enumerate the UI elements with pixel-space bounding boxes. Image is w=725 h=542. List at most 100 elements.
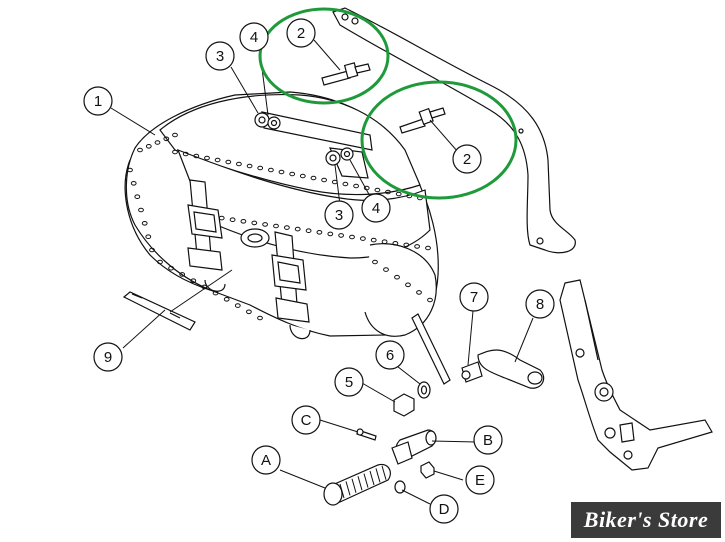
callout-1: 1 bbox=[83, 86, 113, 116]
rivet bbox=[321, 177, 328, 183]
rivet bbox=[204, 155, 210, 161]
callout-2-lower: 2 bbox=[452, 144, 482, 174]
rivet bbox=[246, 163, 253, 169]
saddlebag-straps bbox=[187, 179, 310, 323]
callout-E: E bbox=[465, 465, 495, 495]
callout-2-upper: 2 bbox=[286, 18, 316, 48]
peg-rib bbox=[345, 481, 351, 496]
rivet bbox=[182, 151, 189, 157]
leader-lines bbox=[110, 39, 534, 505]
callout-3-lower: 3 bbox=[324, 200, 354, 230]
rivet bbox=[236, 161, 242, 167]
rivet bbox=[149, 247, 155, 253]
rivet bbox=[381, 239, 388, 244]
svg-text:2: 2 bbox=[297, 25, 305, 42]
stud-lower bbox=[399, 107, 446, 134]
rivet bbox=[225, 159, 232, 165]
rivet bbox=[223, 297, 230, 302]
peg-rib bbox=[381, 465, 387, 480]
rivet bbox=[425, 245, 431, 251]
rivet bbox=[372, 259, 378, 265]
callout-A: A bbox=[251, 445, 281, 475]
callout-6: 6 bbox=[375, 340, 405, 370]
rivet bbox=[427, 297, 433, 303]
svg-text:6: 6 bbox=[386, 347, 394, 364]
rivet bbox=[392, 241, 399, 246]
rivet bbox=[370, 237, 377, 243]
svg-text:E: E bbox=[475, 472, 485, 489]
svg-text:D: D bbox=[439, 501, 450, 518]
callout-C: C bbox=[291, 405, 321, 435]
callout-5: 5 bbox=[334, 367, 364, 397]
rivet bbox=[262, 222, 269, 227]
callout-3-upper: 3 bbox=[205, 41, 235, 71]
highlight-upper-stud bbox=[258, 7, 390, 105]
callout-B: B bbox=[473, 425, 503, 455]
peg-rib bbox=[363, 473, 369, 488]
rivet bbox=[394, 274, 400, 280]
screw bbox=[356, 428, 377, 441]
callout-9: 9 bbox=[93, 342, 123, 372]
rivet bbox=[234, 303, 241, 308]
rivet bbox=[353, 183, 360, 189]
rivet bbox=[257, 315, 263, 321]
rivet bbox=[246, 309, 252, 315]
brand-watermark: Biker's Store bbox=[571, 502, 721, 538]
rivet bbox=[416, 290, 422, 295]
svg-text:5: 5 bbox=[345, 374, 353, 391]
support-rod bbox=[411, 313, 451, 385]
svg-text:8: 8 bbox=[536, 296, 544, 313]
rivet bbox=[383, 267, 389, 272]
rivet bbox=[240, 219, 247, 224]
highlight-circles bbox=[258, 7, 518, 200]
callouts: 1 2 2 3 3 4 4 5 bbox=[83, 18, 555, 524]
highlight-lower-stud bbox=[360, 80, 518, 200]
callout-4-lower: 4 bbox=[361, 193, 391, 223]
rivet bbox=[145, 234, 152, 239]
svg-text:2: 2 bbox=[463, 151, 471, 168]
rivet bbox=[154, 140, 161, 145]
rivet bbox=[134, 194, 141, 199]
svg-text:C: C bbox=[301, 412, 312, 429]
rivet bbox=[229, 217, 236, 222]
rivet bbox=[395, 191, 402, 197]
rivet bbox=[342, 181, 349, 187]
footpeg-mount bbox=[393, 349, 545, 417]
rivet bbox=[385, 189, 391, 195]
callout-D: D bbox=[429, 494, 459, 524]
svg-text:9: 9 bbox=[104, 349, 112, 366]
peg-rib bbox=[369, 470, 375, 486]
reflector bbox=[122, 291, 196, 331]
rivet bbox=[179, 272, 186, 277]
rivet bbox=[310, 175, 317, 181]
footpeg bbox=[323, 463, 391, 506]
rivet bbox=[284, 225, 290, 230]
rivet bbox=[163, 136, 170, 142]
rivet bbox=[157, 259, 163, 265]
rivet bbox=[172, 149, 178, 155]
svg-text:4: 4 bbox=[372, 200, 380, 217]
rivet bbox=[289, 171, 296, 177]
svg-text:B: B bbox=[483, 432, 493, 449]
rivet bbox=[127, 167, 133, 173]
rivet bbox=[327, 231, 334, 237]
svg-text:3: 3 bbox=[335, 207, 343, 224]
rivet bbox=[299, 173, 306, 179]
rivet bbox=[338, 233, 345, 238]
rivet bbox=[268, 167, 274, 173]
rivet bbox=[145, 144, 152, 149]
rivet bbox=[403, 242, 410, 248]
frame-bracket bbox=[559, 279, 713, 471]
rivet bbox=[251, 220, 258, 226]
peg-rib bbox=[339, 483, 345, 499]
rivet bbox=[138, 207, 144, 213]
rivet bbox=[405, 282, 411, 288]
svg-text:4: 4 bbox=[250, 29, 258, 46]
rivet bbox=[316, 230, 323, 235]
rivet bbox=[137, 147, 143, 153]
stud-upper bbox=[321, 62, 371, 86]
rivet bbox=[278, 169, 285, 175]
rivet bbox=[374, 187, 381, 193]
nut-e bbox=[420, 461, 435, 479]
